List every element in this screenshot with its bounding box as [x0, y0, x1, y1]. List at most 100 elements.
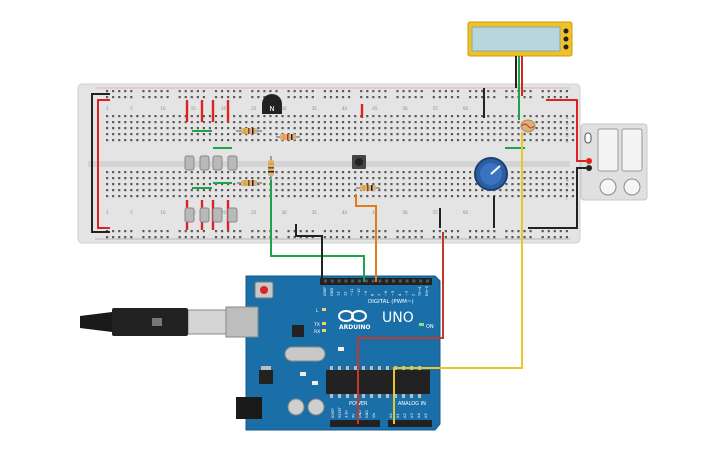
- breadboard-hole[interactable]: [535, 177, 538, 180]
- breadboard-hole[interactable]: [372, 127, 375, 130]
- breadboard-hole[interactable]: [112, 171, 115, 174]
- breadboard-hole[interactable]: [420, 139, 423, 142]
- breadboard-hole[interactable]: [233, 96, 236, 99]
- breadboard-hole[interactable]: [438, 90, 441, 93]
- breadboard-hole[interactable]: [239, 195, 242, 198]
- digital-pin[interactable]: [385, 279, 389, 283]
- breadboard-hole[interactable]: [420, 121, 423, 124]
- breadboard-hole[interactable]: [275, 230, 278, 233]
- breadboard-hole[interactable]: [559, 183, 562, 186]
- breadboard-hole[interactable]: [281, 183, 284, 186]
- breadboard-hole[interactable]: [390, 183, 393, 186]
- breadboard-hole[interactable]: [275, 171, 278, 174]
- breadboard-hole[interactable]: [414, 115, 417, 118]
- breadboard-hole[interactable]: [220, 133, 224, 136]
- breadboard[interactable]: 1155101015152020252530303535404045455050…: [77, 83, 581, 244]
- breadboard-hole[interactable]: [432, 90, 435, 93]
- breadboard-hole[interactable]: [571, 189, 575, 192]
- digital-pin[interactable]: [337, 279, 341, 283]
- breadboard-hole[interactable]: [112, 115, 115, 118]
- breadboard-hole[interactable]: [269, 115, 272, 118]
- breadboard-hole[interactable]: [469, 115, 472, 118]
- breadboard-hole[interactable]: [378, 139, 381, 142]
- breadboard-hole[interactable]: [323, 133, 326, 136]
- breadboard-hole[interactable]: [329, 127, 333, 130]
- breadboard-hole[interactable]: [475, 183, 478, 186]
- breadboard-hole[interactable]: [475, 195, 478, 198]
- breadboard-hole[interactable]: [275, 189, 278, 192]
- breadboard-hole[interactable]: [354, 121, 357, 124]
- breadboard-hole[interactable]: [178, 90, 181, 93]
- breadboard-hole[interactable]: [184, 121, 187, 124]
- breadboard-hole[interactable]: [106, 115, 109, 118]
- breadboard-hole[interactable]: [190, 189, 193, 192]
- breadboard-hole[interactable]: [396, 195, 399, 198]
- breadboard-hole[interactable]: [142, 230, 145, 233]
- breadboard-hole[interactable]: [354, 133, 357, 136]
- digital-pin[interactable]: [398, 279, 402, 283]
- breadboard-hole[interactable]: [414, 127, 417, 130]
- breadboard-hole[interactable]: [444, 90, 447, 93]
- breadboard-hole[interactable]: [384, 230, 387, 233]
- breadboard-hole[interactable]: [438, 133, 441, 136]
- breadboard-hole[interactable]: [341, 139, 345, 142]
- breadboard-hole[interactable]: [456, 139, 460, 142]
- breadboard-hole[interactable]: [511, 177, 514, 180]
- breadboard-hole[interactable]: [511, 189, 514, 192]
- breadboard-hole[interactable]: [469, 133, 472, 136]
- breadboard-hole[interactable]: [239, 121, 242, 124]
- breadboard-hole[interactable]: [251, 195, 254, 198]
- breadboard-hole[interactable]: [178, 183, 181, 186]
- breadboard-hole[interactable]: [414, 189, 417, 192]
- breadboard-hole[interactable]: [106, 183, 109, 186]
- breadboard-hole[interactable]: [541, 133, 544, 136]
- breadboard-hole[interactable]: [487, 115, 490, 118]
- breadboard-hole[interactable]: [517, 171, 520, 174]
- breadboard-hole[interactable]: [190, 115, 193, 118]
- breadboard-hole[interactable]: [408, 171, 411, 174]
- breadboard-hole[interactable]: [220, 183, 224, 186]
- breadboard-hole[interactable]: [348, 121, 351, 124]
- breadboard-hole[interactable]: [505, 139, 508, 142]
- breadboard-hole[interactable]: [335, 90, 339, 93]
- breadboard-hole[interactable]: [160, 236, 163, 239]
- breadboard-hole[interactable]: [571, 183, 575, 186]
- breadboard-hole[interactable]: [329, 177, 333, 180]
- breadboard-hole[interactable]: [227, 183, 230, 186]
- breadboard-hole[interactable]: [239, 115, 242, 118]
- breadboard-hole[interactable]: [348, 133, 351, 136]
- breadboard-hole[interactable]: [184, 90, 187, 93]
- breadboard-hole[interactable]: [396, 115, 399, 118]
- breadboard-hole[interactable]: [426, 171, 429, 174]
- breadboard-hole[interactable]: [378, 115, 381, 118]
- breadboard-hole[interactable]: [444, 115, 447, 118]
- breadboard-hole[interactable]: [160, 115, 163, 118]
- breadboard-hole[interactable]: [299, 96, 302, 99]
- breadboard-hole[interactable]: [444, 133, 447, 136]
- breadboard-hole[interactable]: [372, 121, 375, 124]
- breadboard-hole[interactable]: [414, 177, 417, 180]
- breadboard-hole[interactable]: [360, 177, 363, 180]
- breadboard-hole[interactable]: [287, 171, 290, 174]
- led-group-bottom[interactable]: [184, 207, 238, 223]
- breadboard-hole[interactable]: [335, 96, 339, 99]
- breadboard-hole[interactable]: [354, 171, 357, 174]
- breadboard-hole[interactable]: [547, 177, 550, 180]
- breadboard-hole[interactable]: [305, 121, 308, 124]
- breadboard-hole[interactable]: [275, 115, 278, 118]
- breadboard-hole[interactable]: [493, 127, 496, 130]
- digital-pin[interactable]: [378, 279, 382, 283]
- breadboard-hole[interactable]: [408, 195, 411, 198]
- breadboard-hole[interactable]: [481, 236, 484, 239]
- breadboard-hole[interactable]: [348, 189, 351, 192]
- breadboard-hole[interactable]: [287, 177, 290, 180]
- breadboard-hole[interactable]: [293, 127, 296, 130]
- digital-pin[interactable]: [344, 279, 348, 283]
- breadboard-hole[interactable]: [196, 96, 199, 99]
- breadboard-hole[interactable]: [130, 230, 133, 233]
- breadboard-hole[interactable]: [444, 139, 447, 142]
- breadboard-hole[interactable]: [220, 230, 224, 233]
- breadboard-hole[interactable]: [251, 236, 254, 239]
- breadboard-hole[interactable]: [469, 177, 472, 180]
- breadboard-hole[interactable]: [571, 127, 575, 130]
